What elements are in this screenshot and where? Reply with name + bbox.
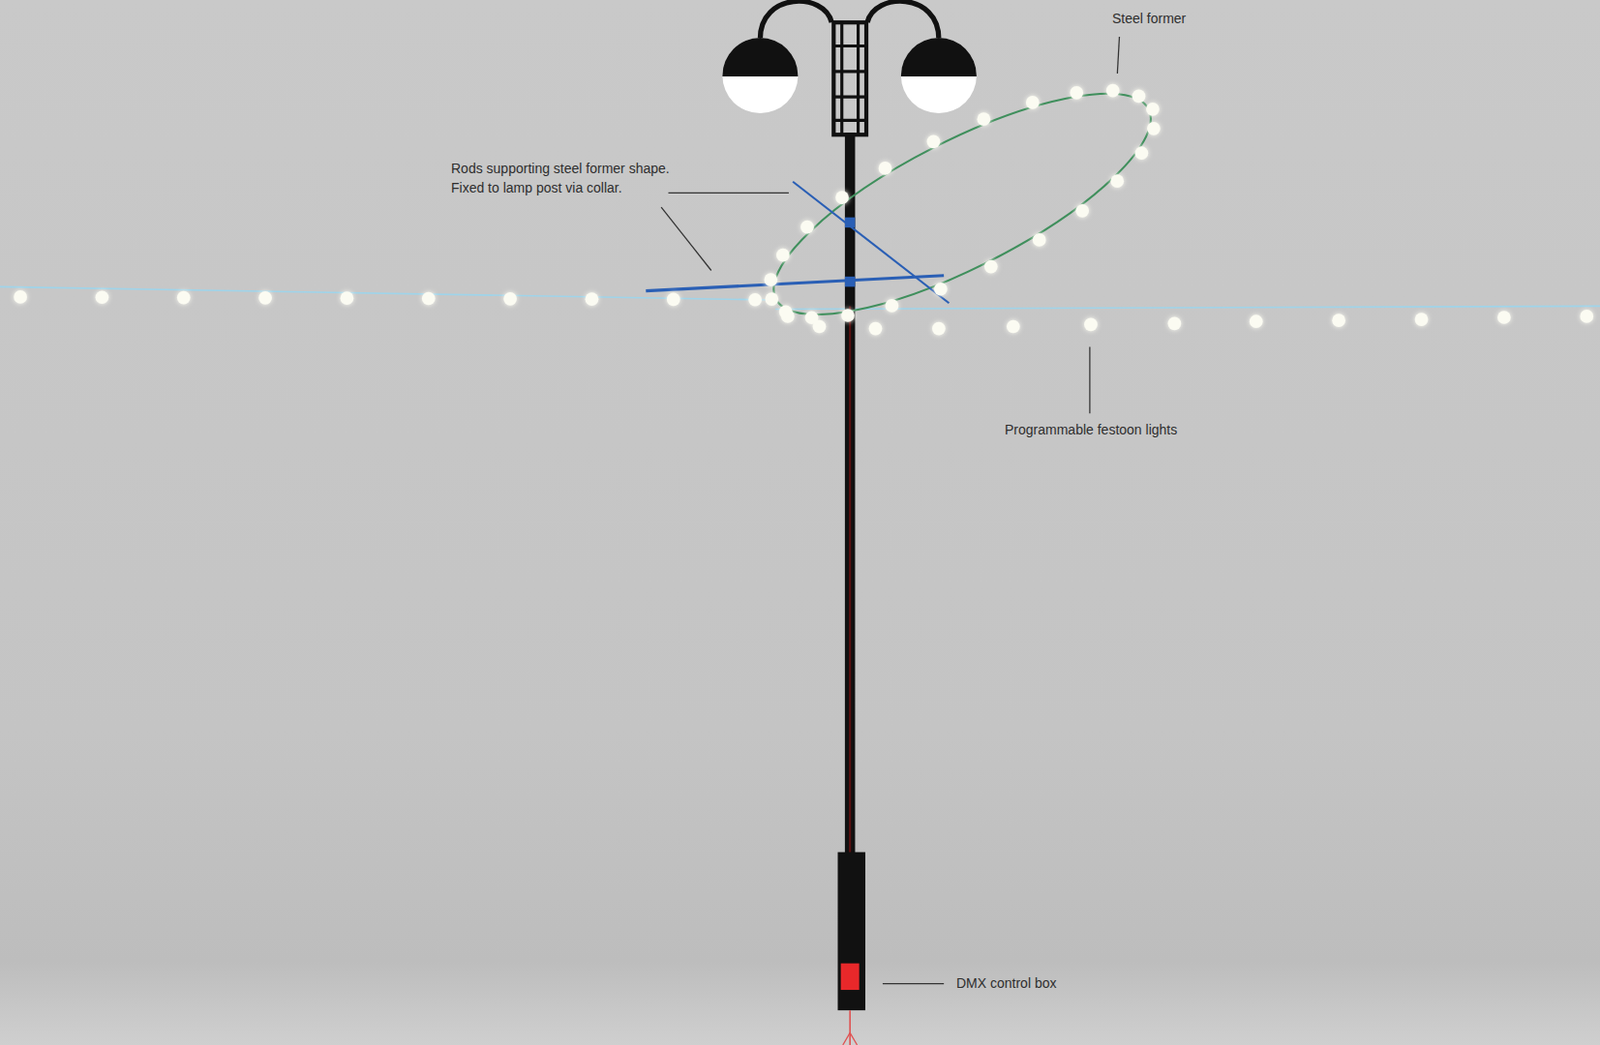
callout-label: Rods supporting steel former shape. Fixe… — [451, 158, 694, 199]
festoon-bulb — [1331, 313, 1346, 328]
leader-line — [1116, 36, 1119, 74]
lamp-globe — [901, 37, 977, 114]
festoon-bulb — [1249, 314, 1264, 329]
festoon-wire — [775, 305, 1600, 309]
festoon-bulb — [666, 293, 681, 307]
festoon-bulb — [764, 292, 779, 306]
leader-line — [661, 207, 712, 271]
festoon-bulb — [95, 290, 110, 304]
festoon-bulb — [1006, 320, 1021, 334]
festoon-bulb — [1579, 309, 1594, 324]
post-head — [833, 69, 867, 73]
festoon-bulb — [13, 290, 28, 304]
lamp-arm — [759, 0, 832, 39]
leader-line — [882, 983, 944, 985]
steel-former — [747, 53, 1178, 357]
post-head — [833, 119, 867, 122]
festoon-bulb — [805, 310, 819, 325]
festoon-bulb — [340, 291, 355, 305]
festoon-bulb — [177, 291, 191, 305]
post-head — [833, 22, 867, 135]
lamp-globe — [722, 37, 798, 114]
leader-line — [668, 192, 789, 194]
dmx-control-box — [841, 964, 860, 991]
festoon-bulb — [1075, 204, 1089, 218]
collar — [845, 276, 856, 288]
festoon-bulb — [1106, 84, 1120, 98]
festoon-bulb — [1032, 233, 1047, 247]
dmx-cable — [843, 1032, 850, 1045]
festoon-bulb — [984, 260, 998, 274]
festoon-bulb — [1135, 146, 1149, 160]
lamp-globe — [901, 37, 977, 77]
post-head — [856, 22, 860, 135]
leader-line — [1088, 347, 1090, 415]
festoon-bulb — [1497, 310, 1511, 325]
lamp-arm — [867, 0, 939, 39]
festoon-bulb — [927, 134, 941, 149]
post-head — [833, 44, 867, 48]
festoon-bulb — [841, 308, 855, 323]
festoon-bulb — [932, 322, 946, 336]
festoon-bulb — [885, 299, 900, 313]
festoon-bulb — [1146, 102, 1160, 117]
post-base — [838, 852, 866, 1011]
lamp-post — [845, 132, 856, 858]
festoon-bulb — [977, 112, 992, 126]
festoon-bulb — [1415, 312, 1429, 327]
festoon-bulb — [1132, 90, 1147, 104]
post-head — [840, 22, 844, 135]
festoon-bulb — [764, 272, 779, 287]
festoon-bulb — [422, 292, 436, 306]
festoon-bulb — [835, 190, 849, 205]
lamp-globe — [722, 37, 798, 77]
festoon-bulb — [1147, 121, 1161, 136]
festoon-bulb — [258, 291, 272, 305]
festoon-bulb — [869, 322, 883, 336]
festoon-bulb — [878, 161, 893, 176]
festoon-bulb — [779, 305, 793, 320]
post-head — [833, 95, 867, 99]
support-rod — [792, 181, 949, 304]
dmx-cable — [848, 1010, 851, 1045]
festoon-bulb — [1069, 86, 1084, 100]
festoon-bulb — [1026, 95, 1040, 110]
festoon-bulb — [1168, 316, 1182, 331]
festoon-bulb — [503, 292, 517, 306]
festoon-bulb — [1110, 174, 1124, 188]
dmx-cable — [849, 1032, 857, 1045]
callout-label: Programmable festoon lights — [1004, 420, 1178, 440]
festoon-bulb — [1084, 318, 1098, 333]
post-cable — [848, 305, 851, 858]
callout-label: Steel former — [1112, 8, 1186, 29]
festoon-bulb — [934, 282, 948, 297]
collar — [845, 217, 856, 229]
festoon-bulb — [776, 248, 790, 263]
festoon-bulb — [800, 220, 815, 235]
callout-label: DMX control box — [956, 973, 1057, 994]
support-rod — [645, 275, 944, 292]
festoon-bulb — [585, 292, 600, 306]
festoon-bulb — [748, 293, 762, 307]
